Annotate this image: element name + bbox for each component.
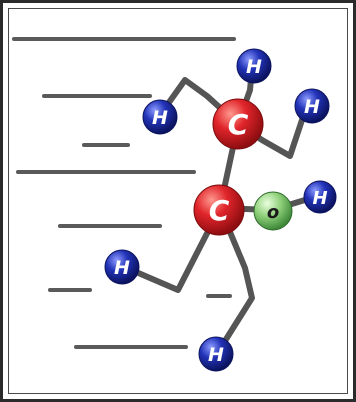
hydrogen-atom-icon <box>303 180 337 214</box>
atom-label: H <box>152 107 168 129</box>
text-lines <box>12 37 236 349</box>
atom-hydrogen-3: H <box>294 88 330 124</box>
carbon-atom-icon <box>193 184 245 236</box>
atom-carbon-1: C <box>212 98 264 150</box>
atom-hydrogen-6: H <box>198 336 234 372</box>
atom-label: H <box>208 344 224 366</box>
atom-label: H <box>304 96 320 118</box>
hydrogen-atom-icon <box>104 249 140 285</box>
hydrogen-atom-icon <box>198 336 234 372</box>
atom-label: H <box>114 257 130 279</box>
atom-oxygen: O <box>253 191 293 231</box>
hydrogen-atom-icon <box>294 88 330 124</box>
atom-label: H <box>312 188 327 209</box>
atom-carbon-2: C <box>193 184 245 236</box>
hydrogen-atom-icon <box>236 48 272 84</box>
atom-hydrogen-1: H <box>142 99 178 135</box>
atom-label: O <box>267 202 279 223</box>
carbon-atom-icon <box>212 98 264 150</box>
atom-hydrogen-4: H <box>303 180 337 214</box>
oxygen-atom-icon <box>253 191 293 231</box>
atom-label: C <box>228 108 249 141</box>
atom-label: C <box>209 194 230 227</box>
atom-hydrogen-5: H <box>104 249 140 285</box>
bond <box>215 205 255 355</box>
atom-hydrogen-2: H <box>236 48 272 84</box>
atom-label: H <box>246 56 262 78</box>
hydrogen-atom-icon <box>142 99 178 135</box>
